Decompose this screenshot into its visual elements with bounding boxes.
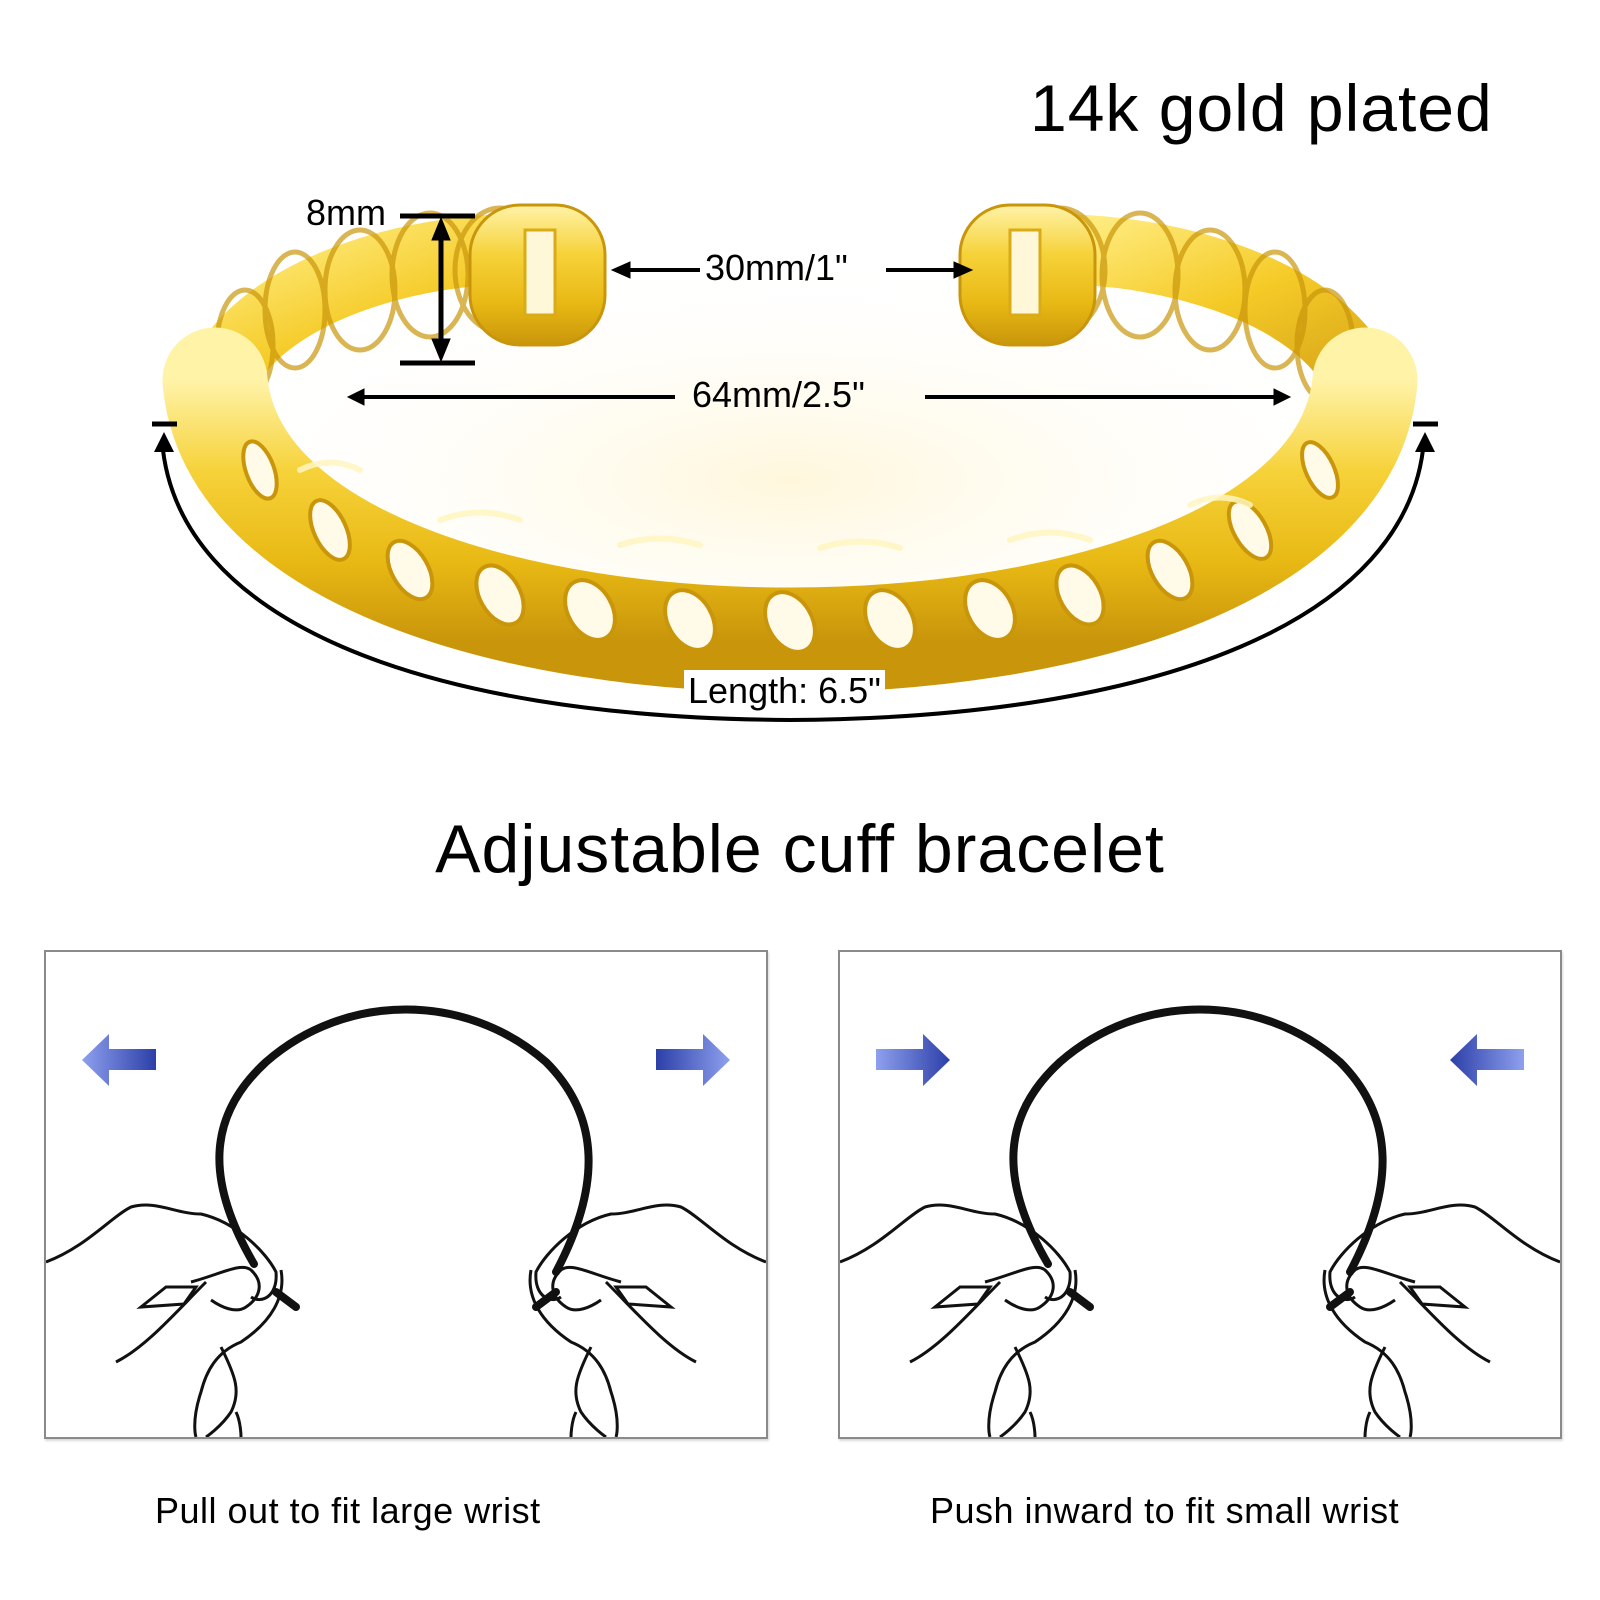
length-label: Length: 6.5" — [684, 670, 885, 712]
left-arrow-icon — [1450, 1034, 1524, 1086]
cuff-outline-icon — [215, 1005, 593, 1276]
opening-label: 30mm/1" — [705, 247, 848, 288]
bracelet-drawing — [150, 203, 1438, 723]
left-arrow-icon — [82, 1034, 156, 1086]
left-hand-icon — [840, 1203, 1078, 1437]
right-hand-icon — [1322, 1203, 1560, 1437]
instruction-panel-pull-out — [44, 950, 768, 1439]
caption-pull-out: Pull out to fit large wrist — [155, 1490, 541, 1531]
bracelet-illustration — [0, 0, 1600, 760]
width-dimension — [400, 213, 475, 366]
pull-out-diagram — [46, 1005, 766, 1437]
right-hand-icon — [528, 1203, 766, 1437]
push-in-diagram — [840, 1005, 1560, 1437]
terminal-left — [468, 203, 607, 347]
width-label: 8mm — [306, 192, 386, 233]
material-label: 14k gold plated — [1030, 71, 1493, 145]
cuff-outline-icon — [1009, 1005, 1387, 1276]
left-hand-icon — [46, 1203, 284, 1437]
diameter-dimension — [346, 388, 1292, 406]
right-arrow-icon — [876, 1034, 950, 1086]
length-dimension — [152, 421, 1438, 723]
instruction-panel-push-in — [838, 950, 1562, 1439]
inner-diameter-label: 64mm/2.5" — [692, 374, 865, 415]
product-name: Adjustable cuff bracelet — [435, 811, 1165, 887]
opening-dimension — [610, 261, 974, 279]
caption-push-in: Push inward to fit small wrist — [930, 1490, 1400, 1531]
right-arrow-icon — [656, 1034, 730, 1086]
terminal-right — [958, 203, 1097, 347]
